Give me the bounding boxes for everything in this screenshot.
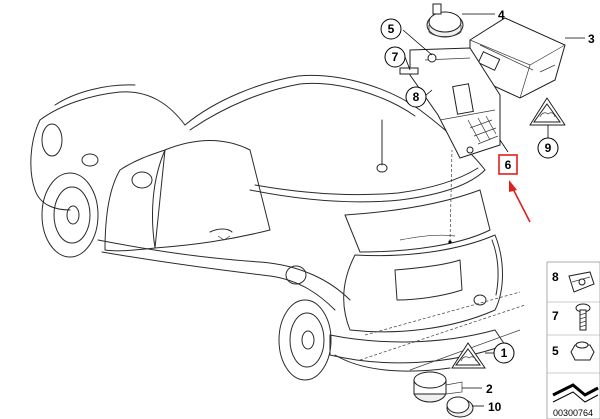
part-2-sensor: [413, 371, 482, 403]
nut-icon: [570, 341, 595, 361]
callout-3-label: 3: [588, 32, 595, 46]
part-9-warning-label: [529, 97, 566, 138]
clip-nut-icon: [568, 271, 595, 293]
part-4-sounder: [426, 3, 495, 38]
callout-7: 7: [384, 46, 406, 68]
callout-4: 4: [498, 8, 505, 22]
callout-8: 8: [405, 86, 427, 108]
part-3-control-unit: [469, 17, 585, 99]
callout-4-label: 4: [498, 8, 505, 22]
reference-number: 00300764: [553, 408, 593, 418]
wire-symbol-icon: [552, 383, 599, 403]
part-1-warning-label: [451, 342, 494, 369]
callout-5: 5: [380, 18, 402, 40]
callout-3: 3: [588, 32, 595, 46]
callout-1: 1: [493, 342, 515, 364]
callout-8-label: 8: [413, 90, 420, 104]
callout-7-label: 7: [392, 50, 399, 64]
callout-9-label: 9: [545, 141, 552, 155]
legend-7-label: 7: [552, 309, 559, 323]
red-arrow-icon: [509, 180, 531, 223]
callout-2: 2: [486, 382, 493, 396]
part-8-bracket: [399, 29, 509, 159]
legend-8-label: 8: [552, 270, 559, 284]
part-10-grommet: [446, 396, 484, 418]
callout-2-label: 2: [486, 382, 493, 396]
callout-9: 9: [537, 137, 559, 159]
callout-10-label: 10: [488, 400, 502, 414]
bolt-icon: [575, 303, 591, 331]
callout-6-label: 6: [505, 158, 512, 172]
callout-6: 6: [498, 154, 518, 175]
callout-1-label: 1: [501, 346, 508, 360]
hardware-legend: 8 7 5 00300764: [546, 261, 600, 419]
callout-5-label: 5: [388, 22, 395, 36]
car-outline: [30, 74, 506, 381]
highlight-box: [498, 154, 518, 175]
legend-5-label: 5: [552, 344, 559, 358]
callout-10: 10: [488, 400, 502, 414]
install-leaders: [359, 149, 526, 371]
